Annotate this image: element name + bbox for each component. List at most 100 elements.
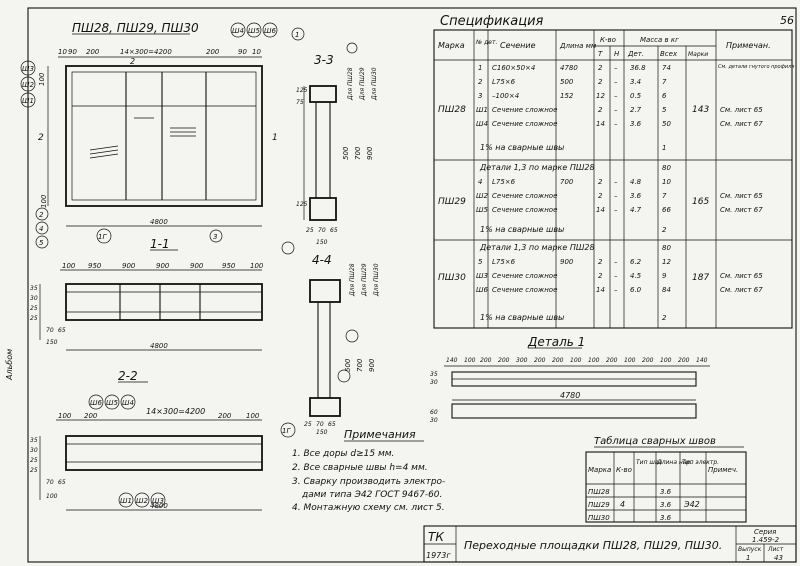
cell: 4.7 — [630, 206, 642, 214]
sec11-side-dim: 65 — [58, 327, 66, 334]
spec-header: Марки — [688, 51, 708, 58]
cell: 1% на сварные швы — [480, 225, 564, 234]
spec-mark-mass: 187 — [692, 273, 709, 283]
cell: 14 — [596, 120, 605, 128]
plan-dim: 90 — [238, 48, 247, 56]
cell: – — [614, 272, 618, 280]
plan-mark: 1 — [295, 31, 299, 39]
cell: 5 — [478, 258, 483, 266]
cell: 5 — [662, 106, 667, 114]
sec33-dim: 75 — [296, 99, 304, 106]
sec11-side-dim: 150 — [46, 339, 58, 346]
weld-table: Таблица сварных швов Марка К-во Тип шва … — [585, 435, 747, 523]
sec22-body — [65, 435, 263, 471]
cell: 36.8 — [630, 64, 646, 72]
cell: L75×6 — [492, 178, 516, 186]
cell: 12 — [596, 92, 605, 100]
cell: 2 — [598, 178, 603, 186]
cell: 80 — [662, 244, 671, 252]
plan-dim: 14×300=4200 — [120, 48, 172, 56]
cell: L75×6 — [492, 78, 516, 86]
spec-header: Сечение — [500, 41, 536, 50]
spec-header: № дет. — [475, 39, 497, 46]
cell: Ш3 — [476, 272, 488, 280]
weld-header: Длина нар. — [656, 459, 692, 466]
plan-marks: Ш3 Ш2 Ш1 Ш4 Ш5 Ш6 1Г 2 4 5 3 1 2 1 2 — [20, 22, 305, 249]
spec-header: Марка — [438, 41, 465, 50]
detail-dim: 100 — [464, 357, 476, 364]
weld-header: Марка — [588, 466, 611, 474]
cell: – — [614, 106, 618, 114]
spec-mark: ПШ30 — [438, 273, 466, 283]
spec-header: Н — [614, 50, 620, 58]
cell: 700 — [560, 178, 574, 186]
sec11-body — [65, 283, 263, 321]
spec-row: 3 –100×4 152 12 – 0.5 6 — [478, 92, 667, 100]
cell: 0.5 — [630, 92, 642, 100]
detail-dim: 200 — [606, 357, 618, 364]
sec33-dim: 125 — [296, 87, 308, 94]
sec22-side-dim: 65 — [58, 479, 66, 486]
org: ТК — [428, 530, 444, 544]
cell: Ш6 — [476, 286, 488, 294]
spec-row: Ш1 Сечение сложное 2 – 2.7 5 См. лист 65 — [476, 106, 763, 114]
sec44-dim: 25 — [304, 421, 312, 428]
cell: 74 — [662, 64, 671, 72]
cell: 6.0 — [630, 286, 642, 294]
cell: 14 — [596, 206, 605, 214]
sec11-dim: 900 — [190, 262, 204, 270]
cell: 10 — [662, 178, 671, 186]
cell: 4.8 — [630, 178, 642, 186]
spec-header: Масса в кг — [640, 36, 679, 44]
sec22-mark: Ш5 — [106, 399, 118, 407]
weld-header: Тип шва — [636, 459, 662, 466]
sec22-side-dim: 35 — [30, 437, 38, 444]
plan-mark: 2 — [130, 57, 135, 66]
weld-electrode: Э42 — [683, 500, 700, 509]
sec11-width: 4800 — [150, 342, 168, 350]
detail-dim: 100 — [570, 357, 582, 364]
cell: – — [614, 178, 618, 186]
cell: 1% на сварные швы — [480, 143, 564, 152]
spec-row: 1% на сварные швы 2 — [480, 225, 667, 234]
plan-width: 4800 — [150, 218, 168, 226]
issue-value: 1 — [746, 554, 750, 562]
spec-header: Дет. — [627, 50, 644, 58]
section-4-4: 4-4 500 700 900 150 25 70 65 Для ПШ28 Дл… — [281, 241, 380, 436]
cell: См. лист 67 — [720, 120, 763, 128]
sec11-dim: 900 — [122, 262, 136, 270]
cell: См. лист 65 — [720, 192, 763, 200]
cell: – — [614, 192, 618, 200]
plan-frame — [65, 65, 263, 207]
cell: Сечение сложное — [492, 286, 557, 294]
sec33-label: Для ПШ30 — [371, 67, 378, 101]
sec22-side-dim: 25 — [30, 457, 38, 464]
sec22-title: 2-2 — [118, 369, 138, 383]
cell: 4 — [478, 178, 482, 186]
sheet-title: Переходные площадки ПШ28, ПШ29, ПШ30. — [464, 539, 722, 552]
cell: 2 — [478, 78, 483, 86]
spec-row: Детали 1,3 по марке ПШ28 80 — [479, 163, 671, 172]
detail-dim: 200 — [678, 357, 690, 364]
sec33-label: Для ПШ29 — [359, 67, 366, 101]
detail-dim: 200 — [534, 357, 546, 364]
plan-mark: Ш2 — [22, 81, 34, 89]
sec11-dim: 900 — [156, 262, 170, 270]
spec-row: 2 L75×6 500 2 – 3.4 7 — [478, 78, 667, 86]
note-item: дами типа Э42 ГОСТ 9467-60. — [301, 490, 442, 500]
cell: – — [614, 286, 618, 294]
spec-row: Ш5 Сечение сложное 14 – 4.7 66 См. лист … — [476, 206, 763, 214]
sec33-title: 3-3 — [314, 53, 334, 67]
sec33-dim: 25 — [306, 227, 314, 234]
cell: 500 — [560, 78, 574, 86]
year: 1973г — [426, 551, 451, 560]
section-2-2: 2-2 14×300=4200 100 200 200 100 35 30 25… — [30, 369, 296, 511]
plan-mark: Ш6 — [264, 27, 276, 35]
plan-mark: 1 — [272, 133, 278, 143]
plan-mark: 2 — [39, 211, 44, 219]
weld-header: Примеч. — [708, 466, 738, 474]
cell: 1 — [478, 64, 482, 72]
cell: Сечение сложное — [492, 120, 557, 128]
sec44-label: Для ПШ28 — [349, 263, 356, 297]
